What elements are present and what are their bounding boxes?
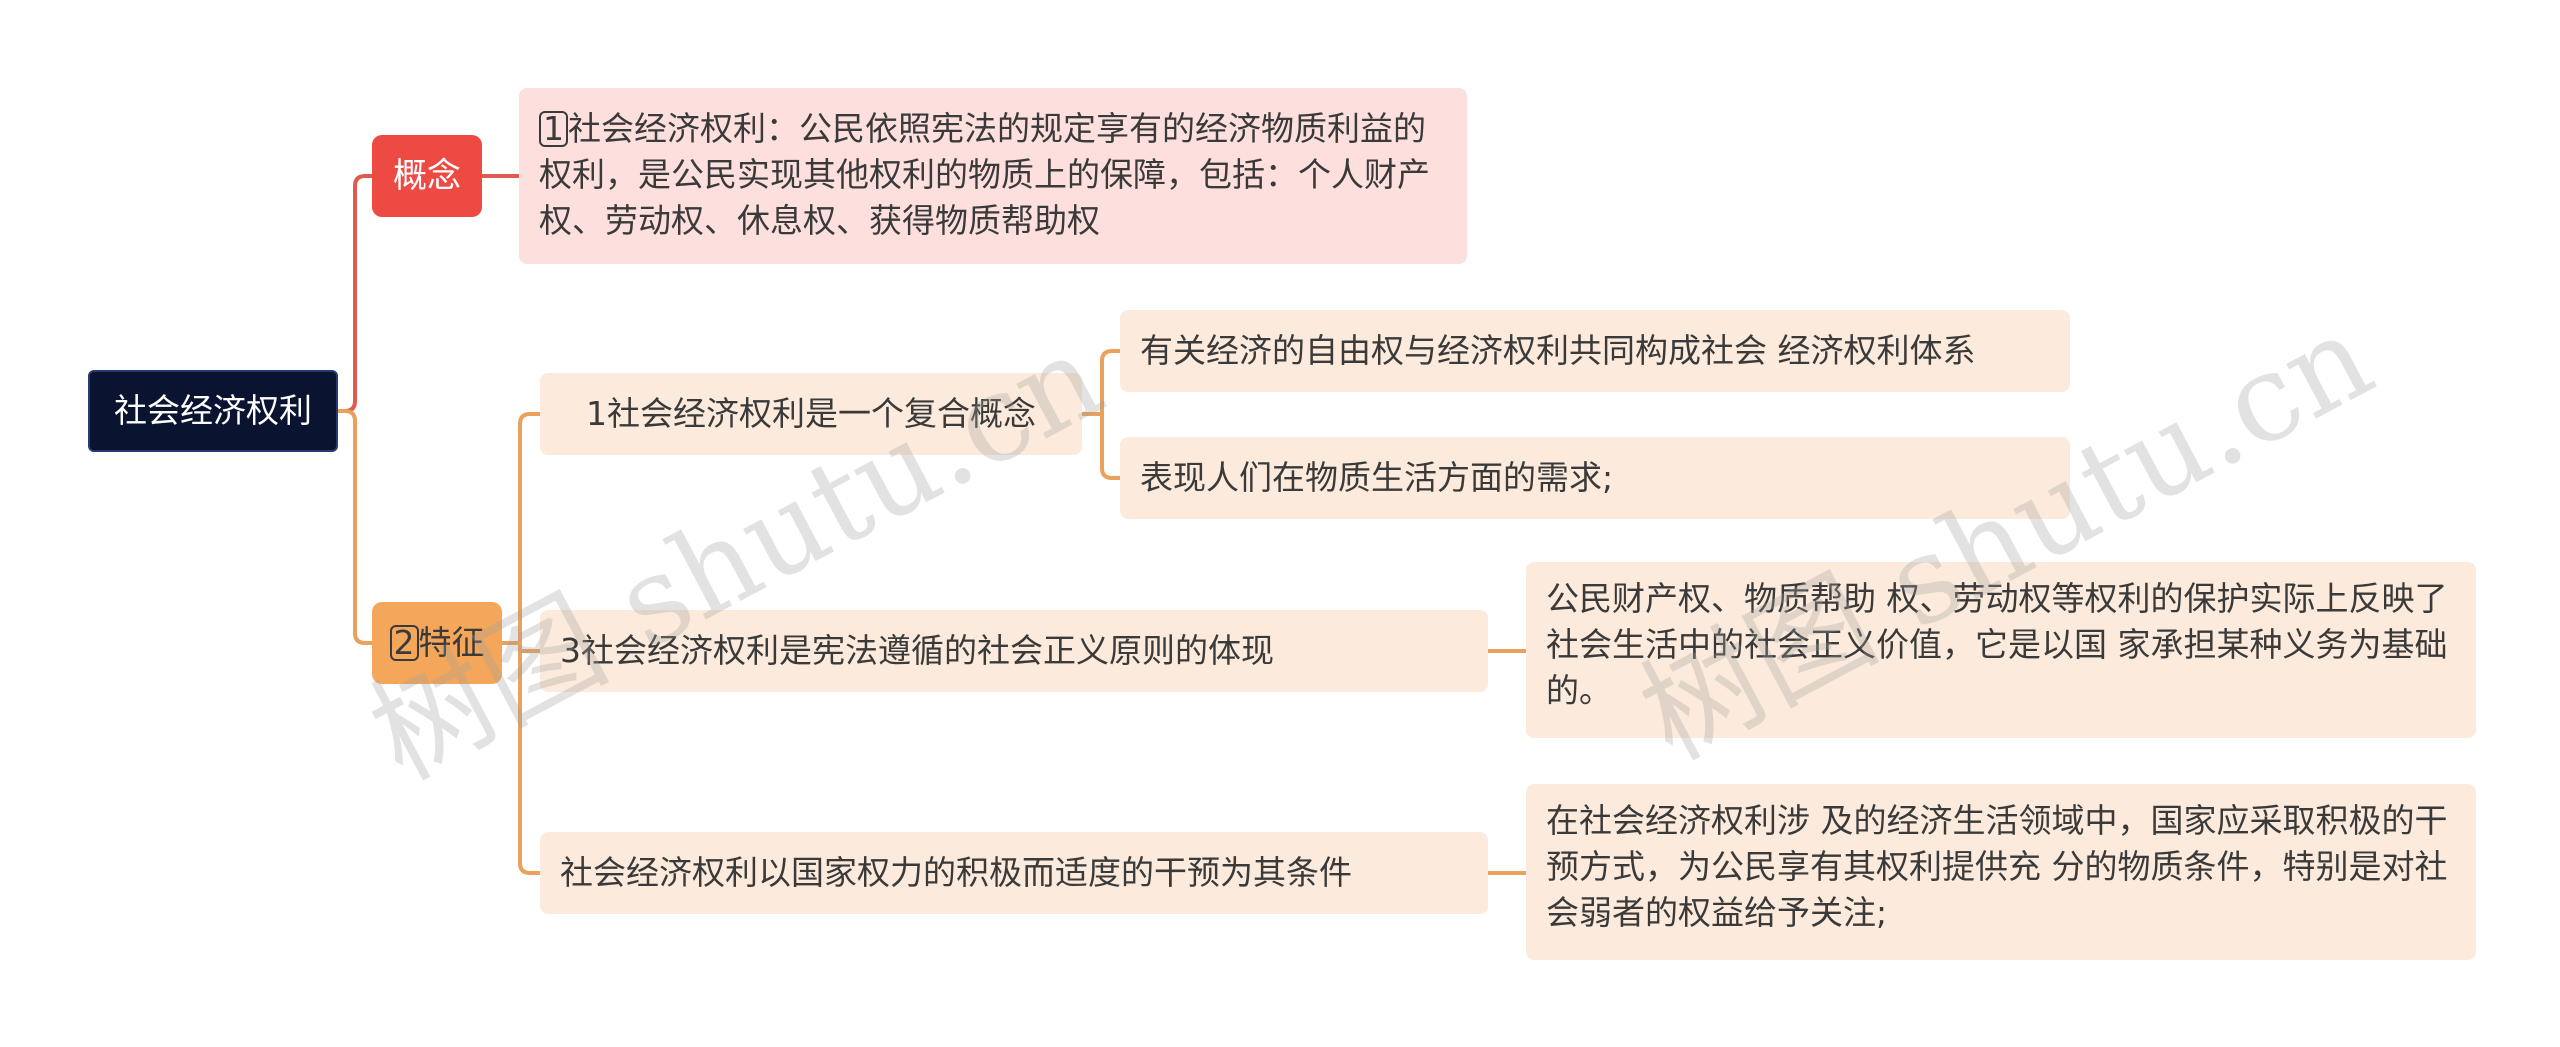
connector-root-feature [338, 409, 372, 645]
root-label: 社会经济权利 [114, 391, 312, 430]
connector-feature-trunk [502, 424, 522, 863]
concept-node[interactable]: 概念 [372, 135, 482, 217]
branch-2-child-1[interactable]: 公民财产权、物质帮助 权、劳动权等权利的保护实际上反映了社会生活中的社会正义价值… [1526, 562, 2476, 738]
connector-feature-b4 [518, 862, 540, 875]
concept-label: 概念 [393, 156, 461, 196]
branch-1-child-2-text: 表现人们在物质生活方面的需求; [1140, 458, 1614, 497]
feature-branch-3-label: 社会经济权利以国家权力的积极而适度的干预为其条件 [560, 853, 1352, 892]
branch-1-child-1-text: 有关经济的自由权与经济权利共同构成社会 经济权利体系 [1140, 331, 1976, 370]
branch-1-child-2[interactable]: 表现人们在物质生活方面的需求; [1120, 437, 2070, 519]
branch-2-child-1-text: 公民财产权、物质帮助 权、劳动权等权利的保护实际上反映了社会生活中的社会正义价值… [1546, 579, 2448, 710]
feature-branch-1[interactable]: 1社会经济权利是一个复合概念 [540, 373, 1082, 455]
connector-root-concept [338, 174, 372, 413]
branch-3-child-1-text: 在社会经济权利涉 及的经济生活领域中，国家应采取积极的干预方式，为公民享有其权利… [1546, 801, 2448, 932]
branch-1-child-1[interactable]: 有关经济的自由权与经济权利共同构成社会 经济权利体系 [1120, 310, 2070, 392]
concept-detail-text: 社会经济权利：公民依照宪法的规定享有的经济物质利益的权利，是公民实现其他权利的物… [539, 109, 1430, 240]
feature-number: 2 [389, 625, 419, 661]
root-node[interactable]: 社会经济权利 [88, 370, 338, 452]
feature-label: 特征 [418, 623, 485, 662]
connector-feature-b1 [518, 412, 540, 425]
branch-3-child-1[interactable]: 在社会经济权利涉 及的经济生活领域中，国家应采取积极的干预方式，为公民享有其权利… [1526, 784, 2476, 960]
feature-branch-3[interactable]: 社会经济权利以国家权力的积极而适度的干预为其条件 [540, 832, 1488, 914]
feature-branch-1-label: 1社会经济权利是一个复合概念 [586, 394, 1036, 433]
feature-branch-2[interactable]: 3社会经济权利是宪法遵循的社会正义原则的体现 [540, 610, 1488, 692]
concept-detail-number: 1 [539, 111, 568, 147]
feature-branch-2-label: 3社会经济权利是宪法遵循的社会正义原则的体现 [560, 631, 1274, 670]
connector-b1-children [1082, 349, 1120, 480]
